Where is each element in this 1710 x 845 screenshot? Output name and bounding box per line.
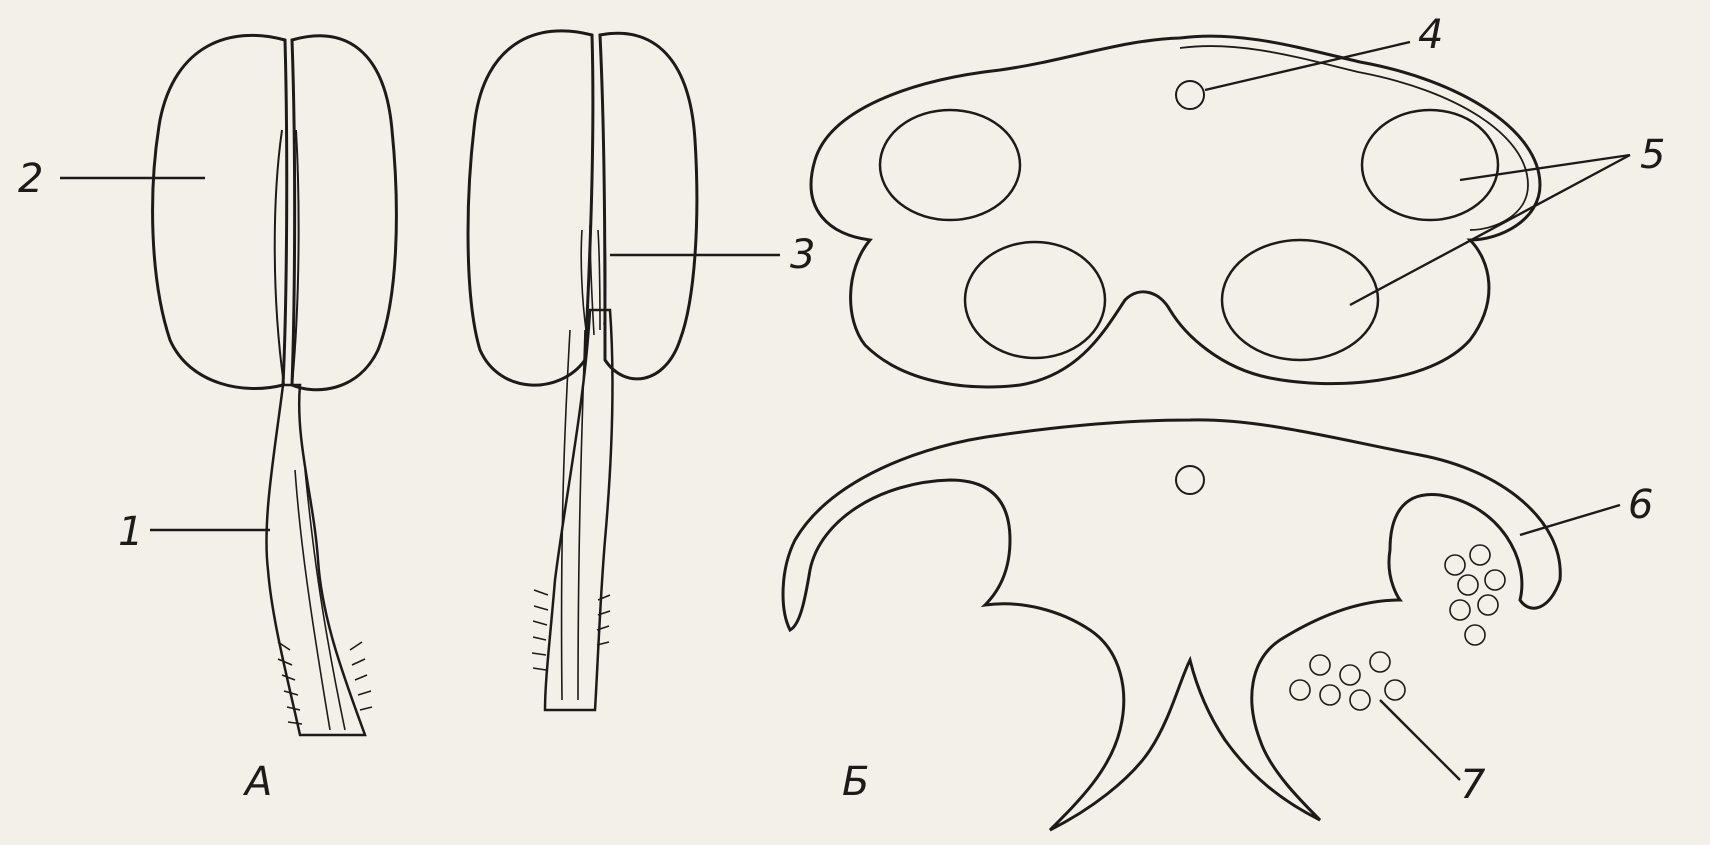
callout-3: 3 — [790, 232, 815, 278]
callout-5: 5 — [1640, 132, 1665, 178]
callout-4: 4 — [1418, 12, 1443, 58]
callout-7: 7 — [1460, 762, 1486, 808]
panel-caption-b: Б — [842, 759, 869, 805]
callout-2: 2 — [18, 156, 43, 202]
panel-caption-a: А — [242, 759, 272, 805]
callout-6: 6 — [1628, 482, 1653, 528]
callout-1: 1 — [118, 509, 143, 555]
